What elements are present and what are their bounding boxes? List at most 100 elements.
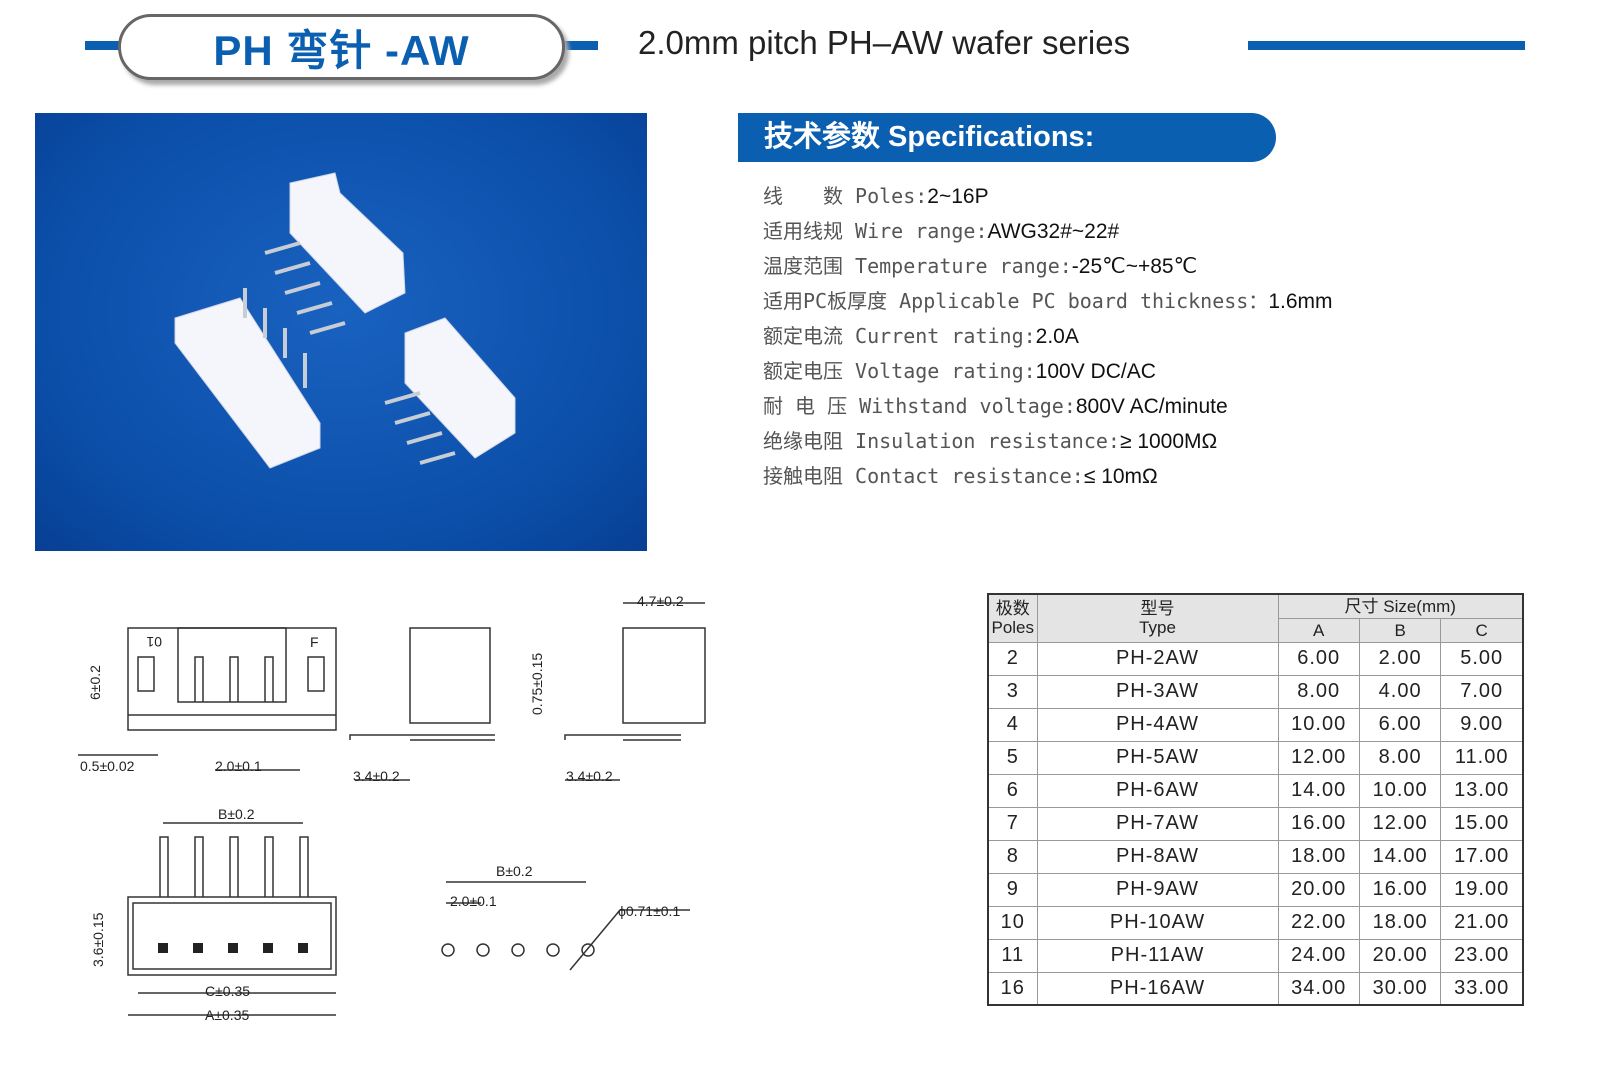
spec-label: 适用线规 Wire range: <box>763 219 988 243</box>
table-cell: 11.00 <box>1440 740 1524 775</box>
spec-label: 额定电流 Current rating: <box>763 324 1036 348</box>
spec-item: 适用线规 Wire range:AWG32#~22# <box>763 215 1119 244</box>
header-line-left <box>85 41 121 50</box>
spec-label: 绝缘电阻 Insulation resistance: <box>763 429 1120 453</box>
connector-illustration <box>174 172 516 469</box>
table-cell: PH-16AW <box>1036 971 1279 1006</box>
table-cell: 11 <box>987 938 1038 973</box>
table-cell: PH-7AW <box>1036 806 1279 841</box>
dim-label: C±0.35 <box>205 983 250 999</box>
table-cell: 8.00 <box>1358 740 1442 775</box>
spec-value: 1.6mm <box>1268 290 1333 313</box>
spec-item: 额定电压 Voltage rating:100V DC/AC <box>763 355 1156 384</box>
table-cell: 12.00 <box>1277 740 1360 775</box>
spec-value: 2~16P <box>927 185 989 208</box>
table-cell: 4 <box>987 707 1038 742</box>
table-cell: 7 <box>987 806 1038 841</box>
series-title: PH 弯针 -AW <box>118 14 565 80</box>
table-cell: 16 <box>987 971 1038 1006</box>
table-cell: PH-10AW <box>1036 905 1279 940</box>
col-b: B <box>1358 617 1442 643</box>
spec-value: ≤ 10mΩ <box>1083 465 1158 488</box>
spec-value: -25℃~+85℃ <box>1071 255 1198 278</box>
spec-label: 额定电压 Voltage rating: <box>763 359 1036 383</box>
spec-label: 接触电阻 Contact resistance: <box>763 464 1084 488</box>
dim-label: 0.75±0.15 <box>529 653 545 715</box>
spec-label: 耐 电 压 Withstand voltage: <box>763 394 1076 418</box>
table-cell: 33.00 <box>1440 971 1524 1006</box>
table-cell: PH-9AW <box>1036 872 1279 907</box>
table-cell: PH-8AW <box>1036 839 1279 874</box>
table-cell: 6.00 <box>1277 641 1360 676</box>
table-cell: 9 <box>987 872 1038 907</box>
spec-item: 适用PC板厚度 Applicable PC board thickness：1.… <box>763 285 1333 314</box>
table-cell: 5 <box>987 740 1038 775</box>
table-cell: 6 <box>987 773 1038 808</box>
spec-item: 额定电流 Current rating:2.0A <box>763 320 1079 349</box>
table-cell: 12.00 <box>1358 806 1442 841</box>
table-cell: 34.00 <box>1277 971 1360 1006</box>
dim-label: 0.5±0.02 <box>80 758 135 774</box>
table-cell: PH-11AW <box>1036 938 1279 973</box>
spec-item: 绝缘电阻 Insulation resistance:≥ 1000MΩ <box>763 425 1217 454</box>
table-cell: 22.00 <box>1277 905 1360 940</box>
table-cell: 20.00 <box>1358 938 1442 973</box>
series-subtitle: 2.0mm pitch PH–AW wafer series <box>638 24 1131 61</box>
spec-item: 线 数 Poles:2~16P <box>763 180 989 209</box>
table-cell: 8.00 <box>1277 674 1360 709</box>
spec-value: 2.0A <box>1035 325 1079 348</box>
table-cell: 18.00 <box>1358 905 1442 940</box>
dim-label: B±0.2 <box>218 806 255 822</box>
table-cell: PH-2AW <box>1036 641 1279 676</box>
table-cell: 2 <box>987 641 1038 676</box>
spec-value: ≥ 1000MΩ <box>1119 430 1218 453</box>
table-cell: PH-4AW <box>1036 707 1279 742</box>
product-photo <box>35 113 647 551</box>
table-cell: 21.00 <box>1440 905 1524 940</box>
table-cell: 30.00 <box>1358 971 1442 1006</box>
dim-label: A±0.35 <box>205 1007 249 1023</box>
spec-item: 接触电阻 Contact resistance:≤ 10mΩ <box>763 460 1158 489</box>
dim-label: 2.0±0.1 <box>450 893 497 909</box>
table-cell: 4.00 <box>1358 674 1442 709</box>
table-cell: 2.00 <box>1358 641 1442 676</box>
col-a: A <box>1277 617 1360 643</box>
header-line-mid <box>562 41 598 50</box>
spec-item: 温度范围 Temperature range:-25℃~+85℃ <box>763 250 1197 279</box>
table-cell: 9.00 <box>1440 707 1524 742</box>
dim-label: 3.6±0.15 <box>90 912 106 967</box>
table-cell: 24.00 <box>1277 938 1360 973</box>
table-cell: 13.00 <box>1440 773 1524 808</box>
spec-value: AWG32#~22# <box>987 220 1120 243</box>
table-cell: 23.00 <box>1440 938 1524 973</box>
spec-label: 线 数 Poles: <box>763 184 928 208</box>
spec-item: 耐 电 压 Withstand voltage:800V AC/minute <box>763 390 1228 419</box>
table-cell: 16.00 <box>1277 806 1360 841</box>
specifications-heading: 技术参数 Specifications: <box>738 113 1276 162</box>
pin-mark: F <box>310 634 319 650</box>
dim-label: B±0.2 <box>496 863 533 879</box>
dim-label: 4.7±0.2 <box>637 593 684 609</box>
table-cell: 8 <box>987 839 1038 874</box>
dim-label: 2.0±0.1 <box>215 758 262 774</box>
table-cell: 14.00 <box>1277 773 1360 808</box>
header-line-right <box>1248 41 1525 50</box>
table-cell: PH-3AW <box>1036 674 1279 709</box>
spec-value: 800V AC/minute <box>1075 395 1228 418</box>
table-cell: 3 <box>987 674 1038 709</box>
table-cell: PH-5AW <box>1036 740 1279 775</box>
technical-drawings: 6±0.2 0.5±0.02 2.0±0.1 3.4±0.2 4.7±0.2 0… <box>78 593 706 1023</box>
table-cell: 19.00 <box>1440 872 1524 907</box>
table-cell: 6.00 <box>1358 707 1442 742</box>
